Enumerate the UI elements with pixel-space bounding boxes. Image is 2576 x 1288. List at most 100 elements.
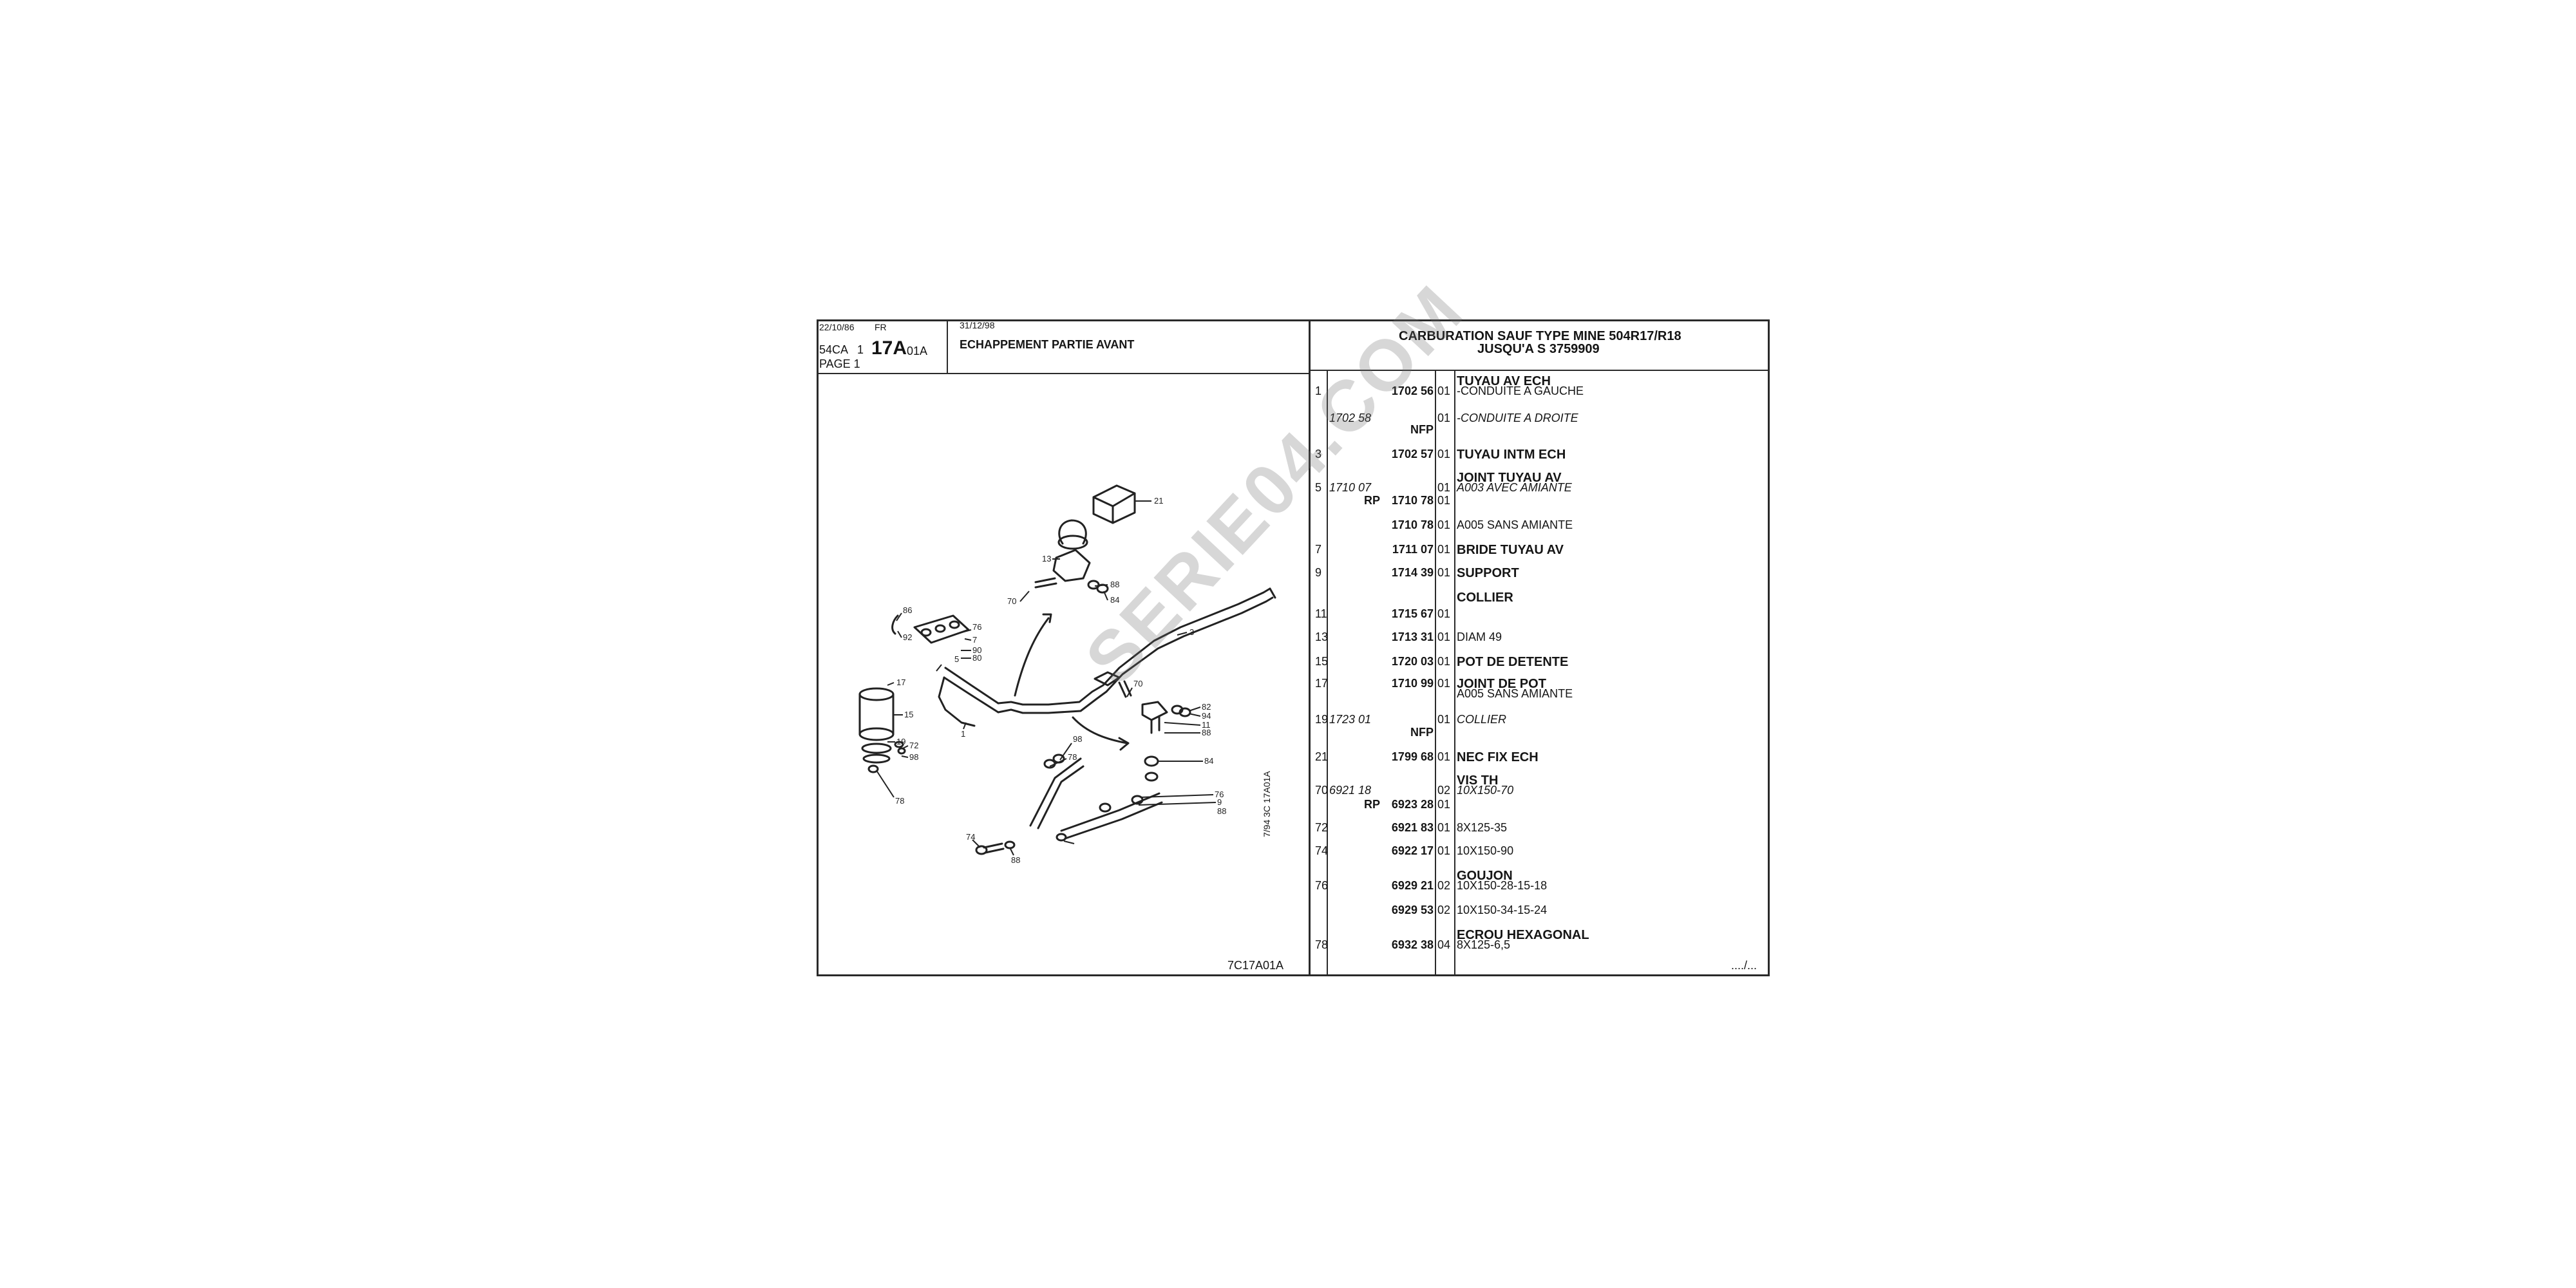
header-rule-left [817, 373, 1310, 374]
part-number: 7 [1315, 543, 1322, 556]
part-quantity: 02 [1437, 904, 1451, 916]
col-rule-qty [1454, 371, 1455, 976]
part-description: A005 SANS AMIANTE [1457, 518, 1573, 531]
callout-88-a: 88 [1110, 580, 1119, 589]
continued-marker: ..../... [1731, 959, 1757, 972]
callout-19: 19 [896, 737, 905, 746]
callout-84-b: 84 [1204, 756, 1213, 766]
callout-76-a: 76 [972, 622, 981, 632]
part-number: 3 [1315, 448, 1322, 460]
part-description: DIAM 49 [1457, 630, 1502, 643]
part-quantity: 01 [1437, 448, 1451, 460]
callout-80: 80 [972, 653, 981, 663]
part-description: TUYAU INTM ECH [1457, 448, 1566, 462]
callout-78-b: 78 [1068, 752, 1077, 762]
diagram-reference-code: 7C17A01A [1227, 959, 1284, 972]
part-reference: 6929 53 [1391, 904, 1434, 916]
callout-70-a: 70 [1007, 596, 1016, 606]
callout-98-b: 98 [1073, 734, 1082, 744]
part-reference: 1710 99 [1391, 677, 1434, 690]
part-reference: NFP [1410, 726, 1434, 739]
part-reference: 1799 68 [1391, 750, 1434, 763]
part-description: COLLIER [1457, 713, 1507, 726]
callout-5: 5 [954, 654, 959, 664]
silencer-pot [858, 687, 906, 773]
part-reference: 1710 78 [1391, 518, 1434, 531]
part-quantity: 01 [1437, 750, 1451, 763]
callout-74: 74 [966, 832, 975, 842]
clamp-upper [1034, 519, 1109, 594]
part-quantity: 01 [1437, 494, 1451, 507]
part-number: 13 [1315, 630, 1329, 643]
part-description: 10X150-70 [1457, 784, 1514, 797]
part-description: -CONDUITE A DROITE [1457, 412, 1578, 424]
part-description: ECROU HEXAGONAL [1457, 928, 1589, 942]
part-reference: 1713 31 [1391, 630, 1434, 643]
callout-11: 11 [1202, 720, 1211, 730]
part-number: 19 [1315, 713, 1329, 726]
callout-88-d: 88 [1217, 806, 1226, 816]
col-rule-num [1327, 371, 1328, 976]
callout-13: 13 [1042, 554, 1051, 564]
part-description: NEC FIX ECH [1457, 750, 1539, 764]
part-quantity: 01 [1437, 384, 1451, 397]
part-description: COLLIER [1457, 591, 1513, 605]
header-date-right: 31/12/98 [960, 320, 995, 330]
part-reference: 1715 67 [1391, 607, 1434, 620]
arrow-lower-head [1118, 737, 1130, 751]
exploded-view-diagram: 21 13 88 84 70 3 86 92 76 7 5 90 80 17 1… [858, 484, 1276, 865]
part-quantity: 01 [1437, 821, 1451, 834]
part-reference: 1702 56 [1391, 384, 1434, 397]
callout-21: 21 [1154, 496, 1163, 506]
part-reference: 6922 17 [1391, 844, 1434, 857]
part-description: SUPPORT [1457, 566, 1519, 580]
part-number: 70 [1315, 784, 1329, 797]
col-rule-ref [1435, 371, 1436, 976]
callout-1: 1 [961, 729, 965, 739]
part-quantity: 01 [1437, 412, 1451, 424]
part-quantity: 01 [1437, 677, 1451, 690]
part-alt-reference: 6921 18 [1329, 784, 1372, 797]
part-description: 8X125-35 [1457, 821, 1508, 834]
part-number: 1 [1315, 384, 1322, 397]
part-reference: 1720 03 [1391, 655, 1434, 668]
part-alt-reference: 1702 58 [1329, 412, 1372, 424]
part-rp-marker: RP [1364, 798, 1381, 811]
part-reference: 1711 07 [1392, 543, 1434, 556]
part-alt-reference: 1723 01 [1329, 713, 1372, 726]
part-number: 72 [1315, 821, 1329, 834]
part-description: 10X150-34-15-24 [1457, 904, 1548, 916]
header-model-suffix: 1 [857, 343, 864, 356]
part-quantity: 01 [1437, 798, 1451, 811]
callout-17: 17 [896, 677, 905, 687]
part-number: 78 [1315, 938, 1329, 951]
callout-72: 72 [909, 741, 918, 750]
callout-9: 9 [1217, 797, 1222, 807]
part-description: -CONDUITE A GAUCHE [1457, 384, 1584, 397]
part-number: 9 [1315, 566, 1322, 579]
callout-76-b: 76 [1215, 790, 1224, 799]
part-quantity: 01 [1437, 481, 1451, 494]
callout-84-a: 84 [1110, 595, 1119, 605]
condition-line-2: JUSQU'A S 3759909 [1477, 342, 1600, 356]
part-description: VIS TH [1457, 773, 1499, 788]
part-quantity: 01 [1437, 566, 1451, 579]
header-date-left: 22/10/86 [819, 322, 855, 332]
callout-7: 7 [972, 635, 977, 645]
parts-sheet [817, 319, 1770, 976]
arrow-upper [1014, 617, 1050, 697]
part-alt-reference: 1710 07 [1329, 481, 1372, 494]
arrow-upper-head [1042, 613, 1052, 623]
part-reference: 6932 38 [1391, 938, 1434, 951]
header-group-code: 17A [871, 337, 907, 359]
flange-plate [891, 614, 970, 644]
condition-line-1: CARBURATION SAUF TYPE MINE 504R17/R18 [1399, 329, 1681, 343]
part-description: A003 AVEC AMIANTE [1457, 481, 1572, 494]
callout-82: 82 [1202, 702, 1211, 712]
diagram-side-stamp: 7/94 3C 17A01A [1262, 771, 1272, 837]
callout-15: 15 [904, 710, 913, 719]
header-lang: FR [875, 322, 887, 332]
part-reference: 1702 57 [1391, 448, 1434, 460]
part-description: BRIDE TUYAU AV [1457, 543, 1564, 557]
part-number: 15 [1315, 655, 1329, 668]
